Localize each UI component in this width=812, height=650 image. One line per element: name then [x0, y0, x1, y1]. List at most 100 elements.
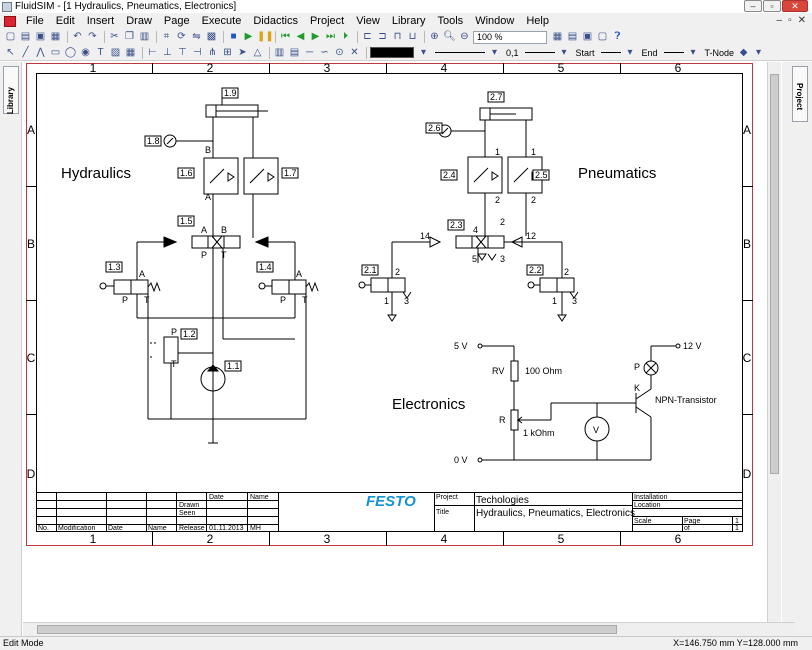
chevron-down-icon[interactable]: ▾: [561, 46, 567, 58]
tnode-icon[interactable]: ◆: [739, 46, 748, 58]
hydraulic-circuit[interactable]: [99, 88, 319, 444]
column-label-6-bottom: 6: [675, 532, 682, 546]
menu-tools[interactable]: Tools: [437, 15, 464, 27]
menu-page[interactable]: Page: [163, 15, 190, 27]
align-left-icon[interactable]: ⊏: [363, 31, 372, 42]
align-right-icon[interactable]: ⊓: [393, 31, 402, 42]
copy-icon[interactable]: ❐: [125, 31, 134, 42]
menu-insert[interactable]: Insert: [86, 15, 115, 27]
circle-icon[interactable]: ◉: [81, 46, 90, 58]
play-icon[interactable]: ▶: [244, 31, 253, 42]
rectangle-icon[interactable]: ▭: [50, 46, 61, 58]
zoom-in-icon[interactable]: 🔍︎: [443, 31, 456, 42]
circuit-sheet[interactable]: 1 2 3 4 5 6 1 2 3 4 5 6 A B C D A B C D …: [26, 63, 753, 546]
menu-window[interactable]: Window: [475, 15, 515, 27]
open-icon[interactable]: ▤: [20, 31, 31, 42]
rotate-icon[interactable]: ⟳: [177, 31, 186, 42]
arrow-icon[interactable]: ➤: [238, 46, 247, 58]
electronic-circuit[interactable]: [477, 343, 681, 463]
menu-didactics[interactable]: Didactics: [253, 15, 298, 27]
menu-draw[interactable]: Draw: [126, 15, 152, 27]
distribute-icon[interactable]: ⊔: [408, 31, 417, 42]
step-forward-icon[interactable]: ▶: [311, 31, 320, 42]
text-icon[interactable]: T: [97, 46, 104, 58]
pneumatic-circuit[interactable]: [358, 107, 579, 322]
menu-edit[interactable]: Edit: [55, 15, 75, 27]
pin2-icon[interactable]: ⊤: [178, 46, 187, 58]
line-style-icon[interactable]: ─: [305, 46, 314, 58]
save-icon[interactable]: ▣: [35, 31, 46, 42]
pin-icon[interactable]: ⊥: [163, 46, 172, 58]
branch-icon[interactable]: ⊣: [193, 46, 202, 58]
connect-icon[interactable]: ⊢: [148, 46, 157, 58]
align-center-icon[interactable]: ⊐: [378, 31, 387, 42]
doc-minimize-button[interactable]: –: [776, 15, 783, 26]
triangle-icon[interactable]: △: [253, 46, 262, 58]
doc-close-button[interactable]: ✕: [797, 15, 806, 26]
close-button[interactable]: ✕: [782, 0, 808, 12]
horizontal-scrollbar[interactable]: [23, 622, 795, 636]
line-style-select[interactable]: [435, 52, 485, 53]
stop-icon[interactable]: ■: [230, 31, 237, 42]
step-start-icon[interactable]: ⏮: [281, 31, 290, 42]
label-icon[interactable]: ⊞: [223, 46, 232, 58]
connector-icon[interactable]: ∽: [320, 46, 329, 58]
end-arrow-select[interactable]: [663, 52, 684, 53]
step-back-icon[interactable]: ◀: [296, 31, 305, 42]
step-next-icon[interactable]: ⏭: [326, 31, 335, 42]
paste-icon[interactable]: ▥: [139, 31, 150, 42]
properties-icon[interactable]: ▩: [206, 31, 217, 42]
pointer-icon[interactable]: ↖: [6, 46, 15, 58]
vertical-scroll-thumb[interactable]: [770, 74, 779, 474]
print-icon[interactable]: ▦: [50, 31, 61, 42]
grid-icon[interactable]: ▦: [552, 31, 563, 42]
image-icon[interactable]: ▨: [110, 46, 121, 58]
chevron-down-icon[interactable]: ▾: [627, 46, 633, 58]
mirror-icon[interactable]: ⇋: [192, 31, 201, 42]
node-icon[interactable]: ⊙: [335, 46, 344, 58]
menu-view[interactable]: View: [356, 15, 380, 27]
chevron-down-icon[interactable]: ▾: [690, 46, 696, 58]
zoom-out-icon[interactable]: ⊖: [460, 31, 469, 42]
chevron-down-icon[interactable]: ▾: [420, 46, 427, 58]
library-tab[interactable]: Library: [3, 66, 19, 114]
zoom-select[interactable]: 100 %: [473, 30, 547, 44]
chevron-down-icon[interactable]: ▾: [756, 46, 762, 58]
menu-project[interactable]: Project: [309, 15, 345, 27]
horizontal-scroll-thumb[interactable]: [37, 625, 617, 634]
chevron-down-icon[interactable]: ▾: [491, 46, 498, 58]
select-all-icon[interactable]: ⌗: [163, 31, 170, 42]
bus-icon[interactable]: ⋔: [208, 46, 217, 58]
redo-icon[interactable]: ↷: [88, 31, 97, 42]
cross-icon[interactable]: ✕: [350, 46, 359, 58]
line-width-select[interactable]: 0,1: [506, 47, 519, 58]
doc-restore-button[interactable]: ▫: [788, 15, 792, 26]
document-icon[interactable]: [4, 15, 16, 27]
pause-icon[interactable]: ❚❚: [257, 31, 274, 42]
page-border-icon[interactable]: ▢: [597, 31, 608, 42]
start-arrow-select[interactable]: [600, 52, 621, 53]
help-icon[interactable]: ❓︎: [614, 31, 621, 42]
line-icon[interactable]: ╱: [22, 46, 29, 58]
project-tab[interactable]: Project: [792, 66, 808, 122]
maximize-button[interactable]: ▫: [763, 0, 781, 12]
grid-snap-icon[interactable]: ▥: [274, 46, 285, 58]
minimize-button[interactable]: –: [744, 0, 762, 12]
new-icon[interactable]: ▢: [5, 31, 16, 42]
zoom-fit-icon[interactable]: ⊕: [430, 31, 439, 42]
color-picker[interactable]: [370, 47, 414, 58]
menu-file[interactable]: File: [26, 15, 44, 27]
table-icon[interactable]: ▦: [125, 46, 136, 58]
vertical-scrollbar[interactable]: [767, 62, 781, 622]
menu-library[interactable]: Library: [391, 15, 426, 27]
menu-help[interactable]: Help: [526, 15, 549, 27]
ellipse-icon[interactable]: ◯: [64, 46, 77, 58]
menu-execute[interactable]: Execute: [201, 15, 242, 27]
hatch-icon[interactable]: ▤: [289, 46, 300, 58]
layers-icon[interactable]: ▤: [567, 31, 578, 42]
page-view-icon[interactable]: ▣: [582, 31, 593, 42]
cut-icon[interactable]: ✂: [110, 31, 119, 42]
undo-icon[interactable]: ↶: [73, 31, 82, 42]
step-end-icon[interactable]: ⏵: [343, 31, 348, 42]
polyline-icon[interactable]: ⋀: [36, 46, 45, 58]
